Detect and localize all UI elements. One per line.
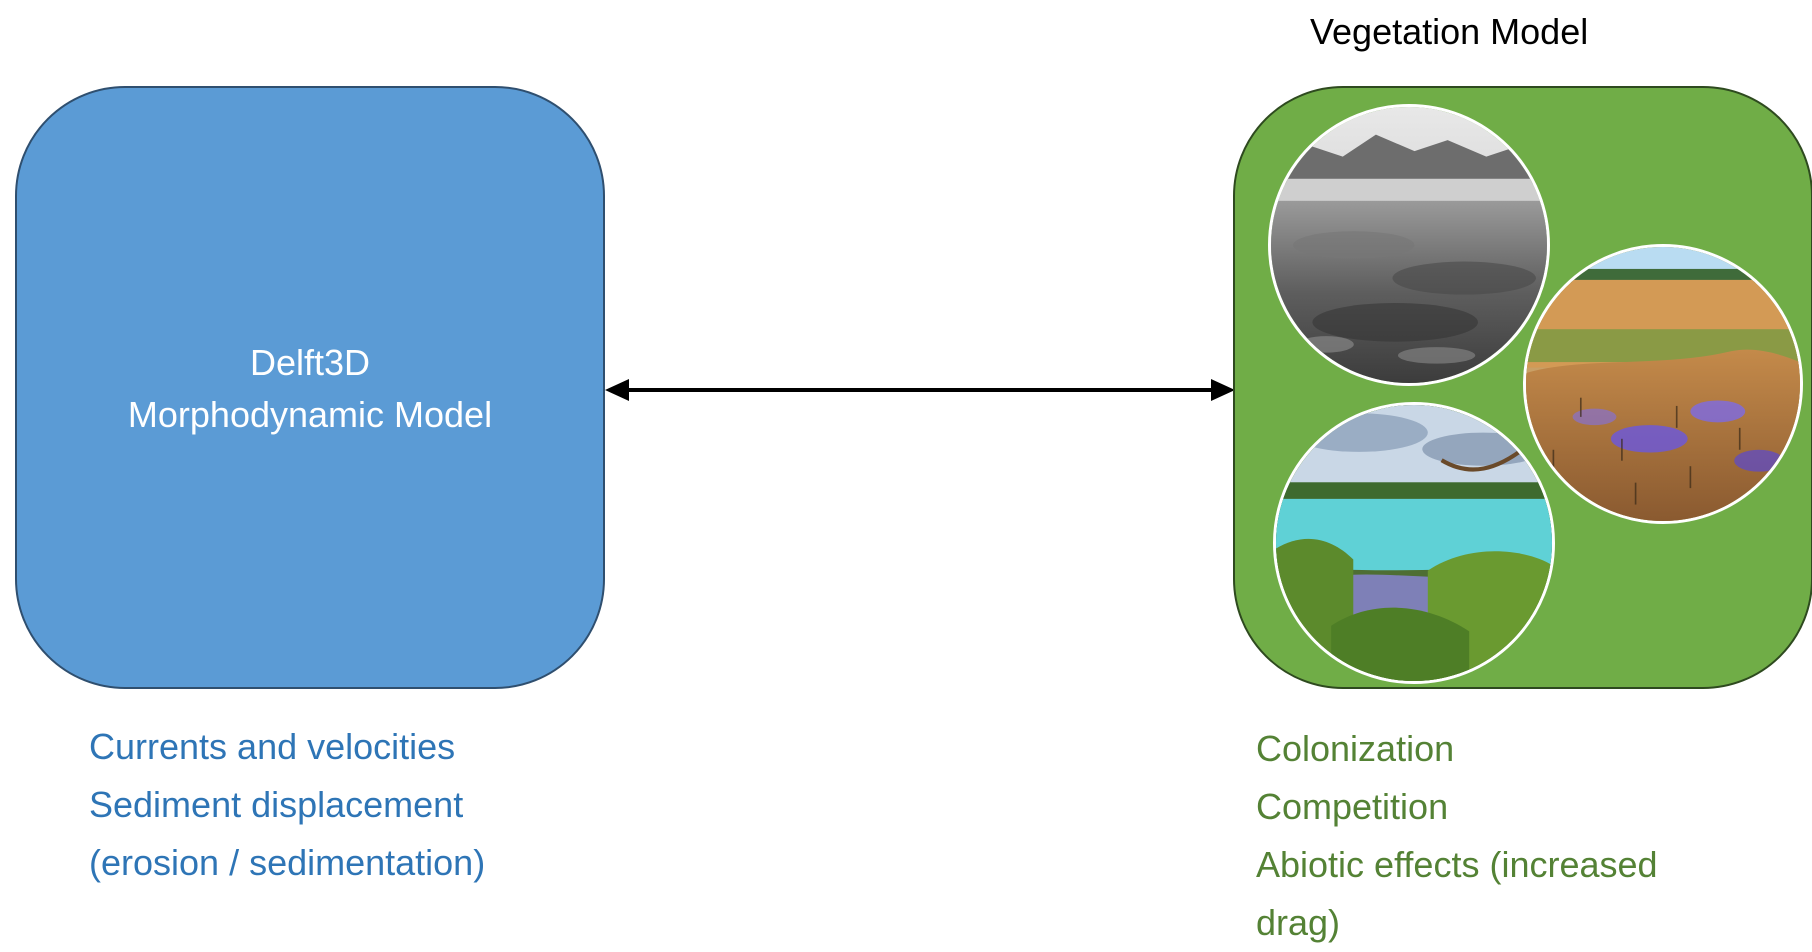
list-item: Currents and velocities [89,726,456,767]
model-name-label: Delft3D [249,342,371,383]
coupling-arrow [605,379,1235,401]
salt-marsh-photo [1523,244,1803,524]
vegetation-processes-list: Colonization Competition Abiotic effects… [1256,720,1658,952]
model-type-label: Morphodynamic Model [127,394,493,435]
morphodynamic-model-title: Delft3D Morphodynamic Model [0,337,620,441]
list-item: Colonization [1256,728,1455,769]
arrowhead-right-icon [1211,379,1235,401]
vegetation-model-title: Vegetation Model [1310,11,1589,52]
list-item: Abiotic effects (increased [1256,844,1658,885]
morphodynamic-model-box [15,86,605,689]
list-item: (erosion / sedimentation) [89,842,486,883]
morphodynamic-processes-list: Currents and velocities Sediment displac… [89,718,485,892]
list-item: Sediment displacement [89,784,464,825]
list-item: drag) [1256,902,1341,943]
tidal-flat-photo [1268,104,1550,386]
list-item: Competition [1256,786,1449,827]
mangrove-photo [1273,402,1555,684]
arrowhead-left-icon [605,379,629,401]
